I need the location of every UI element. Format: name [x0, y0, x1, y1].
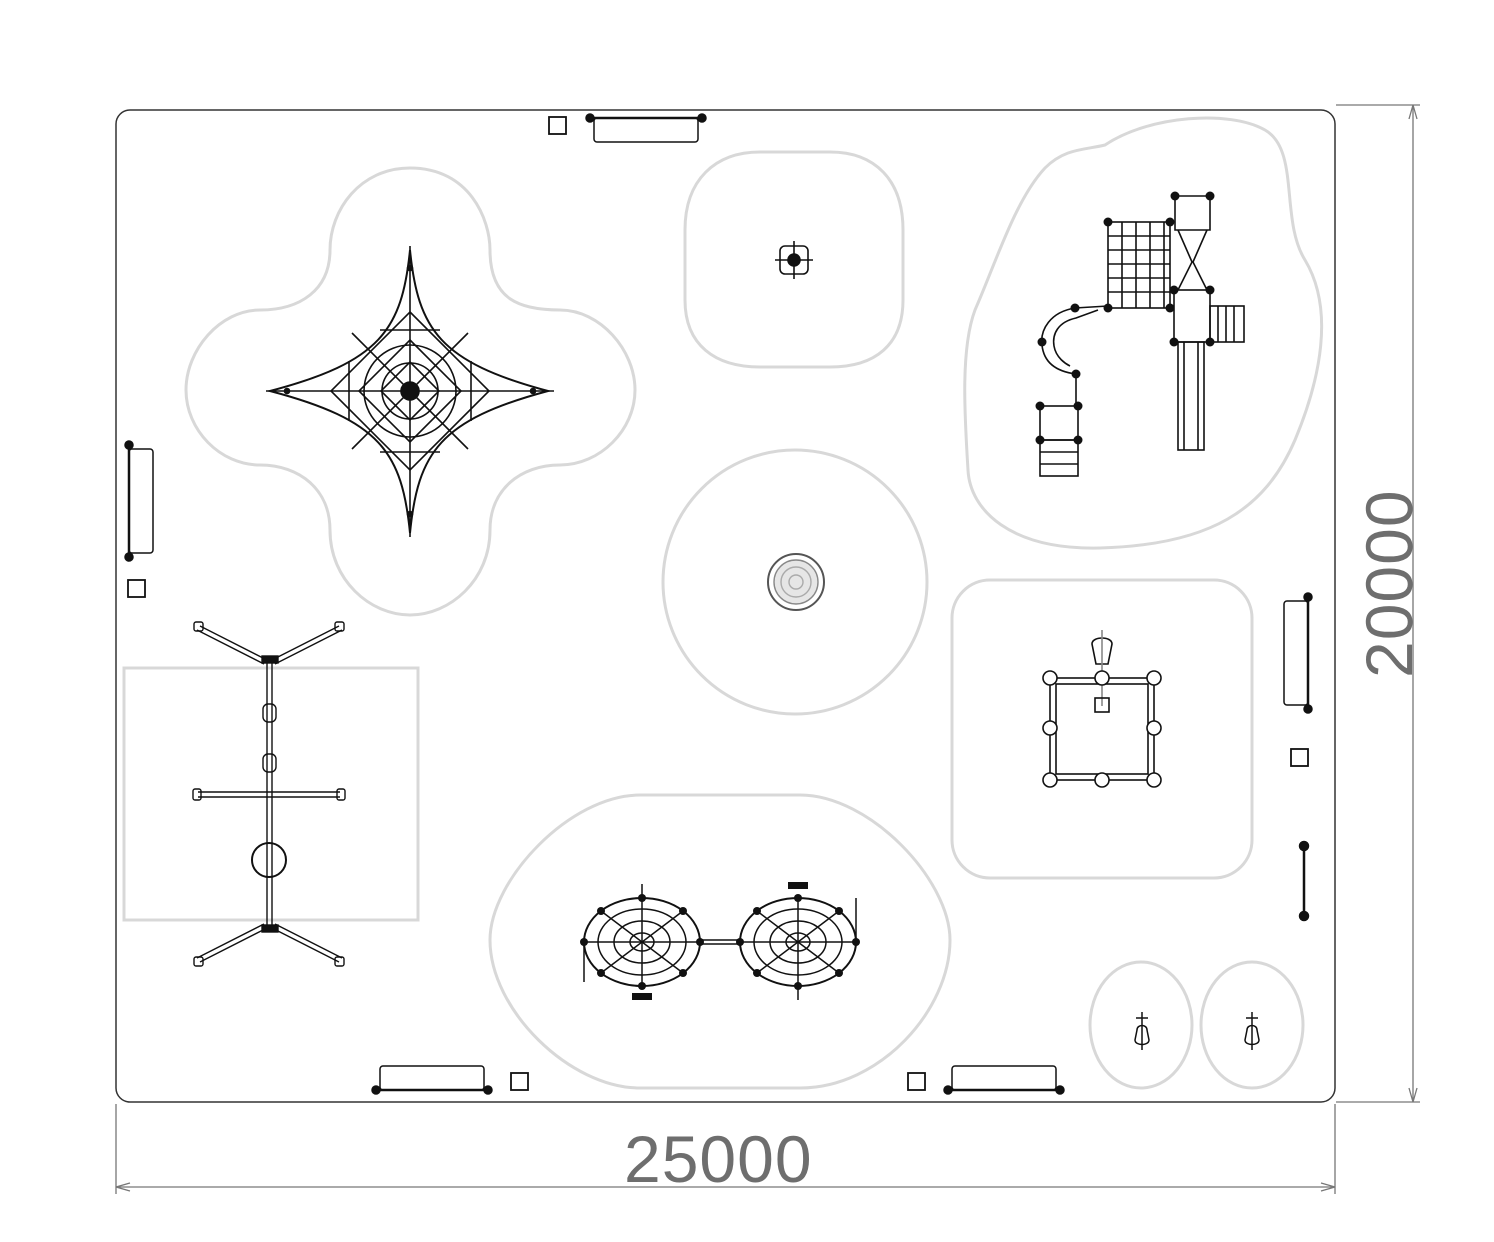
- height-dimension-label: 20000: [1352, 489, 1426, 678]
- spring-rider-icon: [1134, 1012, 1150, 1050]
- pyramid-safety-zone: [184, 166, 637, 617]
- bench-icon: [124, 440, 154, 562]
- carousel-safety-zone: [661, 448, 929, 716]
- height-dimension-line: [1336, 104, 1420, 1103]
- bench-icon: [943, 1065, 1065, 1095]
- bench-icon: [1298, 840, 1310, 922]
- webs-safety-zone: [488, 793, 952, 1090]
- width-dimension-label: 25000: [624, 1122, 813, 1196]
- safety-zones: [122, 116, 1324, 1090]
- spring-rider-icon: [1244, 1012, 1260, 1050]
- bin-icon: [510, 1072, 529, 1091]
- bin-icon: [548, 116, 567, 135]
- climbing-frame-icon: [1042, 630, 1162, 788]
- rider-1-safety-zone: [1088, 960, 1194, 1090]
- play-tower-slide-icon: [1035, 191, 1245, 477]
- bench-icon: [1283, 592, 1313, 714]
- bin-icon: [1290, 748, 1309, 767]
- bench-icon: [585, 113, 707, 143]
- bin-icon: [127, 579, 146, 598]
- swing-safety-zone: [122, 666, 420, 922]
- spinner-safety-zone: [683, 150, 905, 369]
- spinner-icon: [775, 241, 813, 279]
- swing-set-icon: [192, 621, 346, 967]
- spider-web-nets-icon: [580, 882, 860, 1000]
- rider-2-safety-zone: [1199, 960, 1305, 1090]
- site-boundary: [115, 109, 1336, 1103]
- bench-icon: [371, 1065, 493, 1095]
- carousel-icon: [767, 553, 825, 611]
- pyramid-rope-net-icon: [266, 246, 554, 537]
- bin-icon: [907, 1072, 926, 1091]
- frame-safety-zone: [950, 578, 1254, 880]
- tower-safety-zone: [963, 116, 1324, 550]
- width-dimension-line: [115, 1104, 1336, 1194]
